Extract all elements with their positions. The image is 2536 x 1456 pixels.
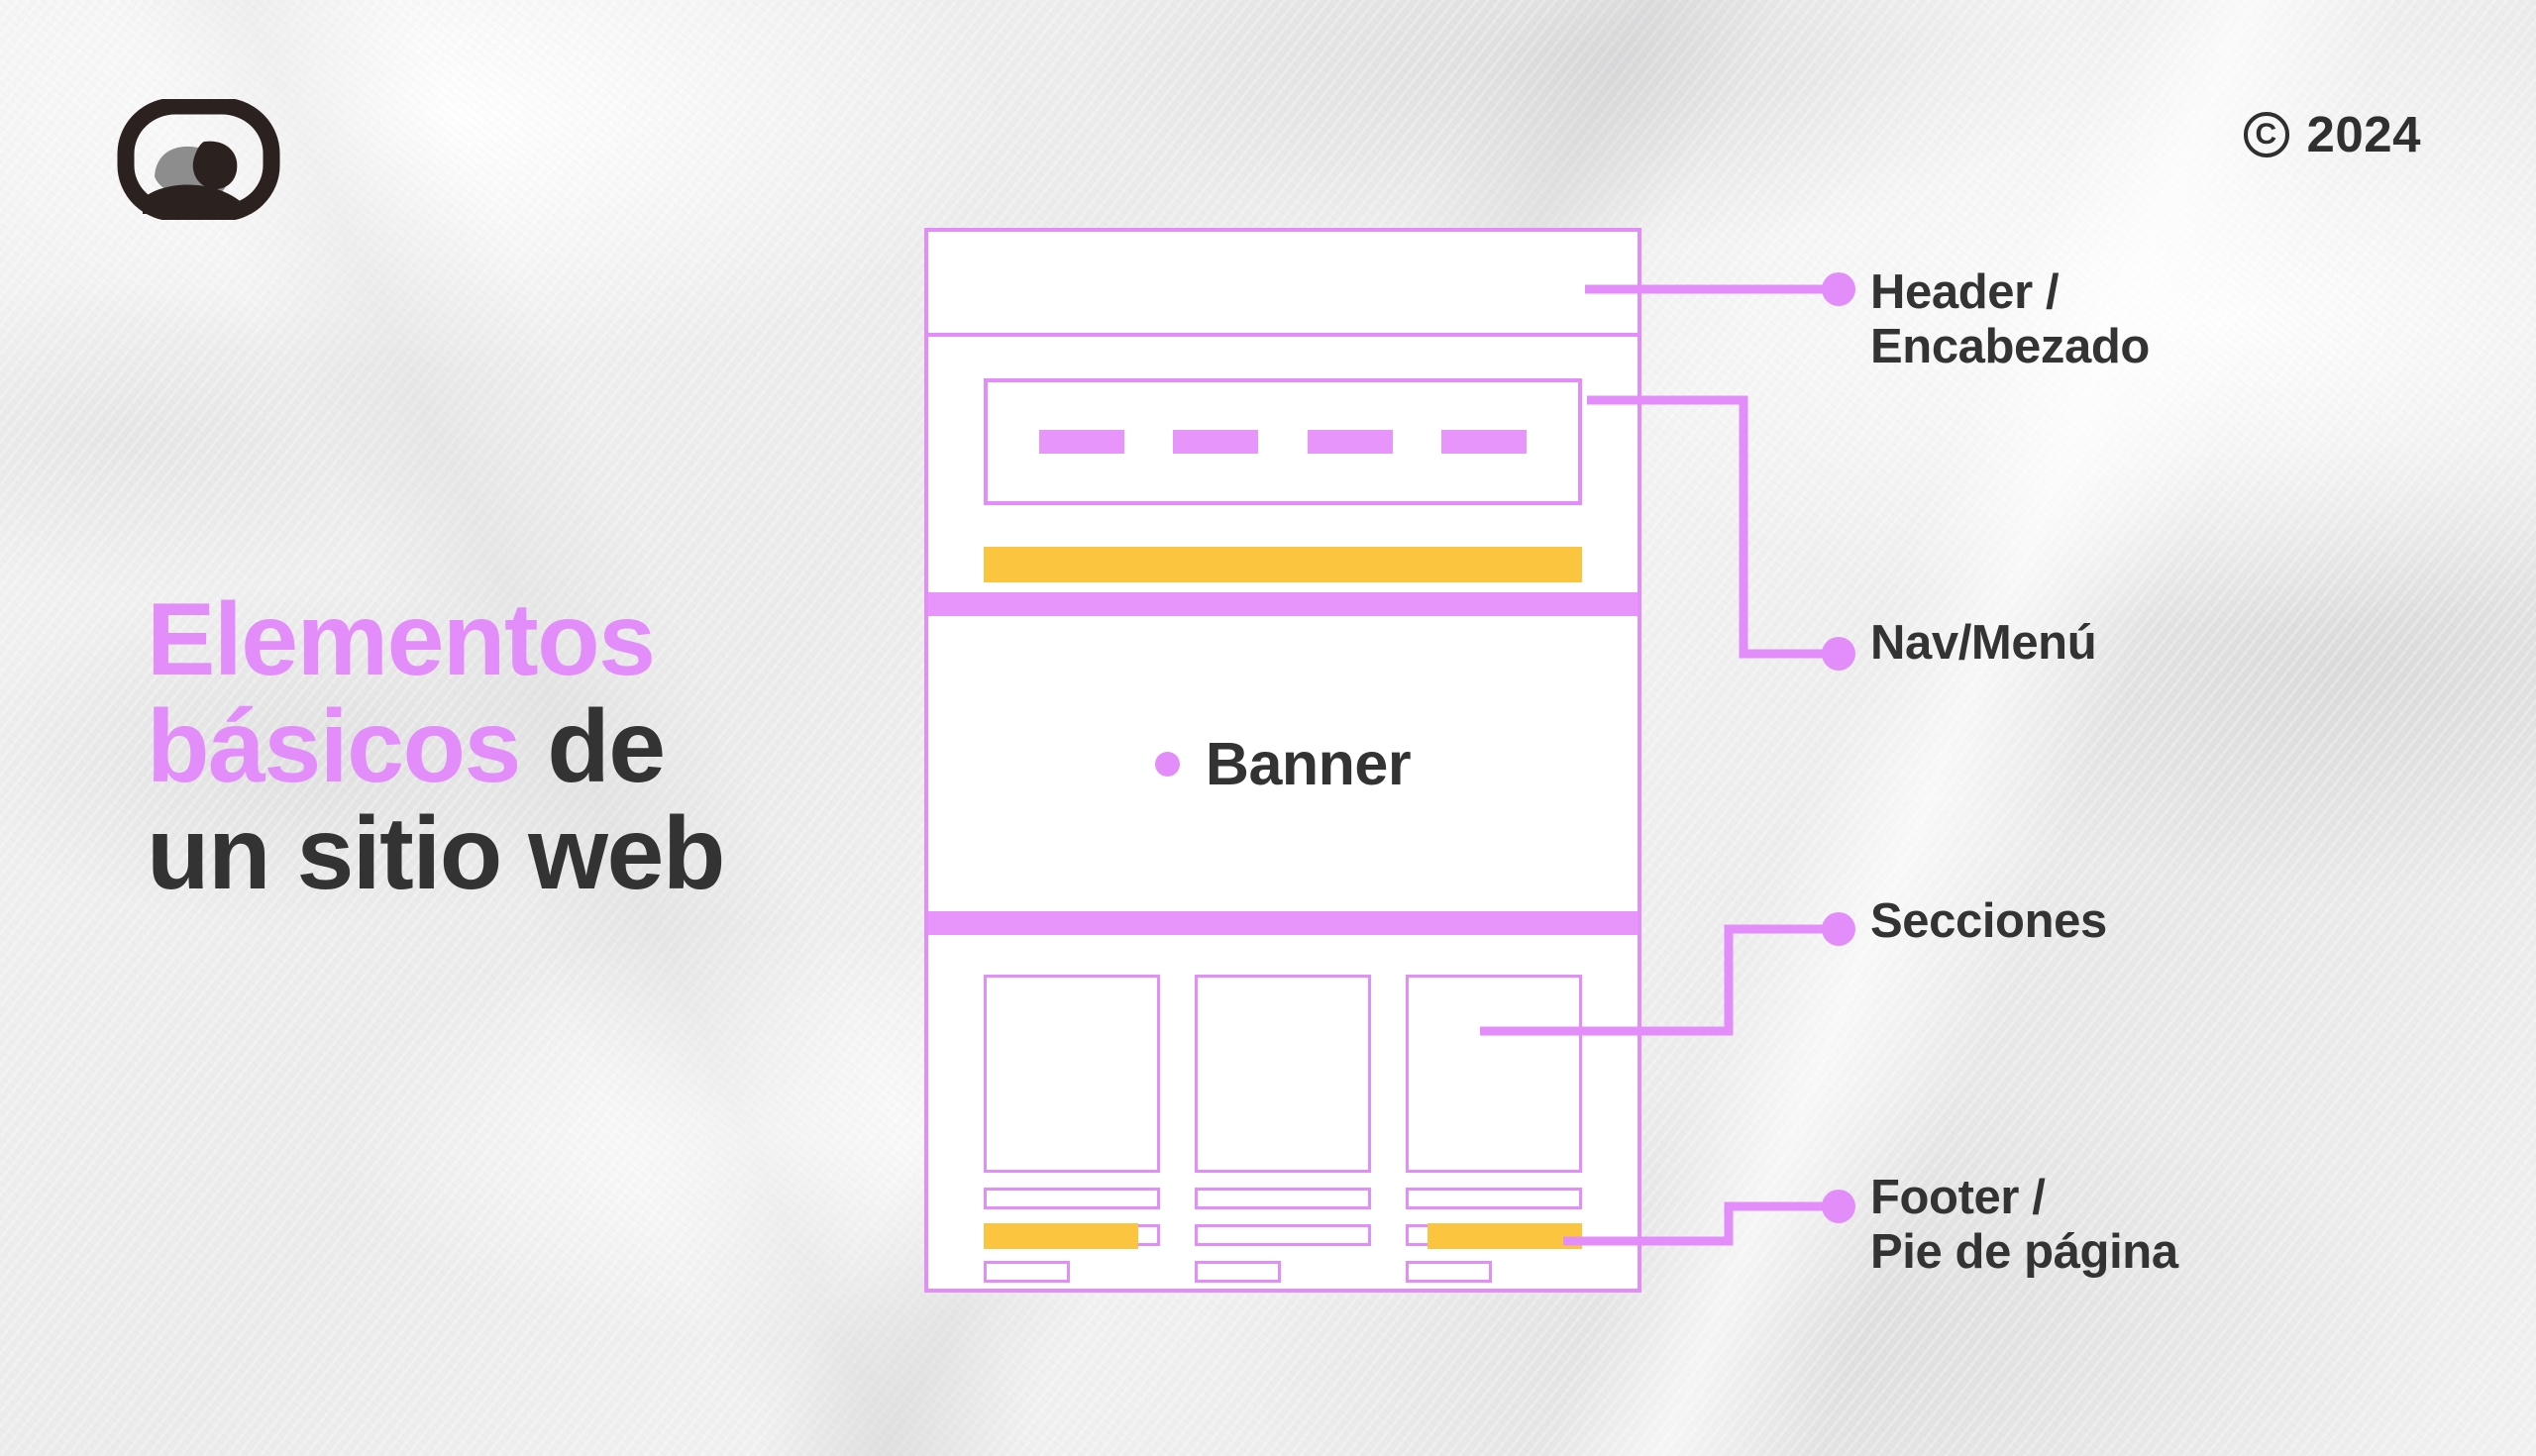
title-plain-line-2: de (519, 689, 666, 805)
wireframe-nav-item (1307, 430, 1393, 454)
banner-label: Banner (1205, 730, 1412, 797)
wireframe-card (1195, 975, 1371, 1283)
wireframe-nav-item (1173, 430, 1259, 454)
wireframe-nav-bar (984, 378, 1582, 505)
card-text-line (1195, 1224, 1371, 1246)
copyright-notice: C 2024 (2243, 105, 2421, 163)
banner-bullet-icon (1154, 751, 1180, 777)
footer-bar (1427, 1223, 1582, 1249)
website-wireframe-mockup: Banner (924, 228, 1641, 1293)
title-accent-line-2: básicos (147, 689, 521, 805)
page-title: Elementos básicos de un sitio web (147, 586, 880, 907)
wireframe-sections-region (928, 935, 1638, 1295)
brand-logo-icon (117, 99, 280, 220)
card-text-line (984, 1188, 1160, 1209)
wireframe-divider-bottom (928, 911, 1638, 935)
card-text-line-short (984, 1261, 1070, 1283)
wireframe-nav-region (928, 337, 1638, 592)
connector-dot-nav (1822, 637, 1855, 671)
wireframe-nav-item (1440, 430, 1527, 454)
copyright-icon: C (2243, 111, 2289, 157)
card-text-line (1195, 1188, 1371, 1209)
card-image-placeholder (1195, 975, 1371, 1173)
card-image-placeholder (1406, 975, 1582, 1173)
wireframe-cta-bar (984, 547, 1582, 582)
card-image-placeholder (984, 975, 1160, 1173)
connector-dot-footer (1822, 1190, 1855, 1223)
wireframe-footer-bars (984, 1223, 1582, 1249)
callout-label-sections: Secciones (1870, 894, 2107, 948)
title-accent-line-1: Elementos (147, 582, 656, 697)
connector-dot-header (1822, 272, 1855, 306)
copyright-year: 2024 (2306, 106, 2421, 162)
callout-label-footer: Footer / Pie de página (1870, 1171, 2178, 1280)
title-plain-line-3: un sitio web (147, 796, 725, 912)
card-text-line (1406, 1188, 1582, 1209)
footer-bar (984, 1223, 1138, 1249)
wireframe-header-region (928, 232, 1638, 337)
card-text-line-short (1195, 1261, 1281, 1283)
wireframe-divider-top (928, 592, 1638, 616)
wireframe-banner-region: Banner (928, 616, 1638, 911)
card-text-line-short (1406, 1261, 1492, 1283)
wireframe-nav-item (1039, 430, 1124, 454)
callout-label-nav: Nav/Menú (1870, 616, 2097, 670)
connector-dot-sections (1822, 912, 1855, 946)
callout-label-header: Header / Encabezado (1870, 265, 2150, 374)
